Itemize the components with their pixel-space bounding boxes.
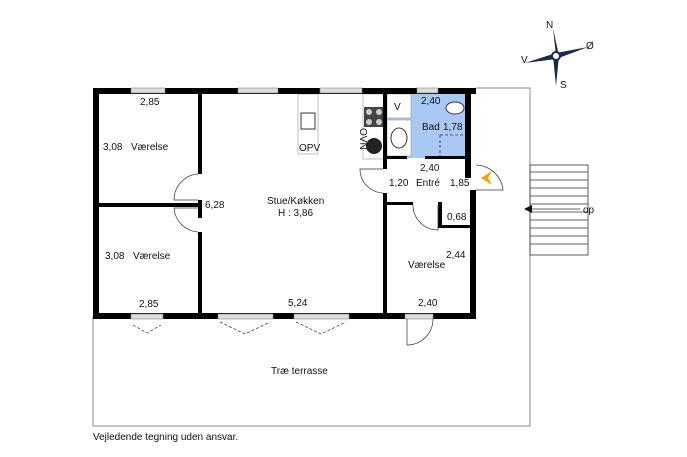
room2-length: 3,08 — [105, 251, 125, 262]
stairs-arrow-icon — [524, 205, 532, 213]
room1-length: 3,08 — [103, 142, 123, 153]
closet-size: 0,68 — [447, 212, 467, 223]
disclaimer: Vejledende tegning uden ansvar. — [93, 432, 238, 443]
windows — [130, 87, 439, 320]
kitchen-sink-icon — [300, 112, 316, 130]
living-height: H : 3,86 — [278, 208, 313, 219]
living-name: Stue/Køkken — [267, 196, 324, 207]
bath-name: Bad — [422, 122, 440, 133]
entry-length-right: 1,85 — [450, 178, 470, 189]
terrace-outline — [92, 87, 531, 427]
entry-name: Entré — [416, 178, 440, 189]
compass-icon — [525, 28, 588, 86]
compass-north: N — [546, 20, 553, 31]
toilet-icon — [445, 101, 465, 115]
room1-name: Værelse — [131, 142, 169, 153]
bath-length: 1,78 — [443, 122, 463, 133]
room1-width: 2,85 — [140, 97, 160, 108]
ventilation-label: V — [394, 102, 401, 113]
entrance-arrow-icon — [481, 171, 492, 185]
sink-icon — [390, 127, 408, 149]
living-length: 6,28 — [205, 200, 225, 211]
living-width: 5,24 — [288, 298, 308, 309]
entry-width: 2,40 — [420, 163, 440, 174]
bath-width: 2,40 — [421, 96, 441, 107]
room3-name: Værelse — [408, 260, 446, 271]
stairs — [527, 164, 589, 256]
dishwasher-label: OPV — [299, 143, 320, 154]
room3-width: 2,40 — [418, 298, 438, 309]
room3-length: 2,44 — [446, 250, 466, 261]
entry-length-left: 1,20 — [389, 178, 409, 189]
oven-label: OVN — [357, 128, 368, 150]
walls — [93, 88, 476, 319]
compass-east: Ø — [586, 41, 594, 52]
stairs-label: op — [583, 205, 595, 216]
door-swings — [132, 164, 504, 346]
compass-west: V — [521, 55, 528, 66]
terrace-label: Træ terrasse — [271, 366, 328, 377]
room2-name: Værelse — [133, 251, 171, 262]
room2-width: 2,85 — [139, 299, 159, 310]
compass-south: S — [560, 80, 567, 91]
fan-icon — [366, 138, 382, 154]
